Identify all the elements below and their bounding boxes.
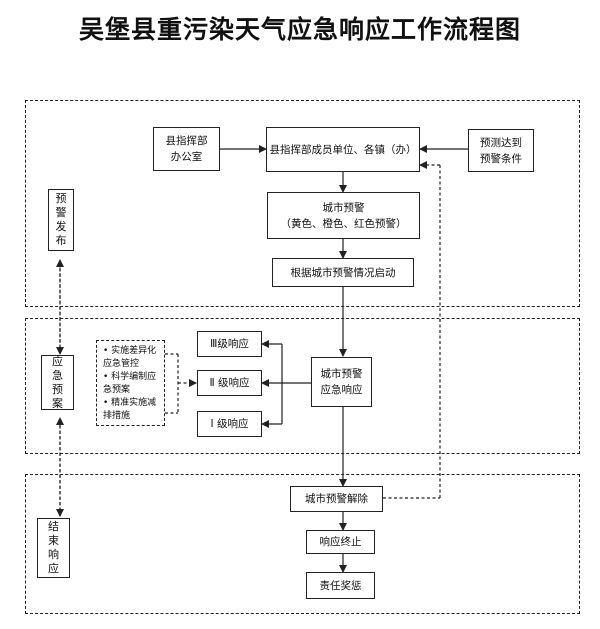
- node-end-response: 结 束 响 应: [37, 518, 70, 578]
- zone-termination: [25, 474, 580, 614]
- node-measures: • 实施差异化 应急管控 • 科学编制应 急预案 • 精准实施减 排措施: [96, 340, 165, 426]
- zone-warning: [25, 100, 580, 307]
- node-city-warning: 城市预警 （黄色、橙色、红色预警）: [267, 192, 420, 239]
- node-forecast: 预测达到 预警条件: [468, 129, 534, 172]
- node-office: 县指挥部 办公室: [153, 127, 220, 171]
- node-level2: Ⅱ 级响应: [197, 370, 262, 396]
- page-title: 吴堡县重污染天气应急响应工作流程图: [78, 15, 521, 44]
- node-warning-release: 预 警 发 布: [48, 189, 74, 251]
- node-terminate: 响应终止: [306, 530, 375, 554]
- zone-response: [25, 318, 580, 454]
- node-reward: 责任奖惩: [306, 572, 375, 599]
- node-emergency-plan: 应 急 预 案: [41, 355, 74, 410]
- node-members: 县指挥部成员单位、各镇（办）: [266, 127, 420, 172]
- node-city-response: 城市预警 应急响应: [311, 357, 372, 407]
- node-level1: Ⅰ 级响应: [197, 411, 262, 437]
- node-lift: 城市预警解除: [290, 486, 383, 512]
- node-start-by-level: 根据城市预警情况启动: [272, 258, 414, 287]
- node-level3: Ⅲ级响应: [197, 331, 262, 357]
